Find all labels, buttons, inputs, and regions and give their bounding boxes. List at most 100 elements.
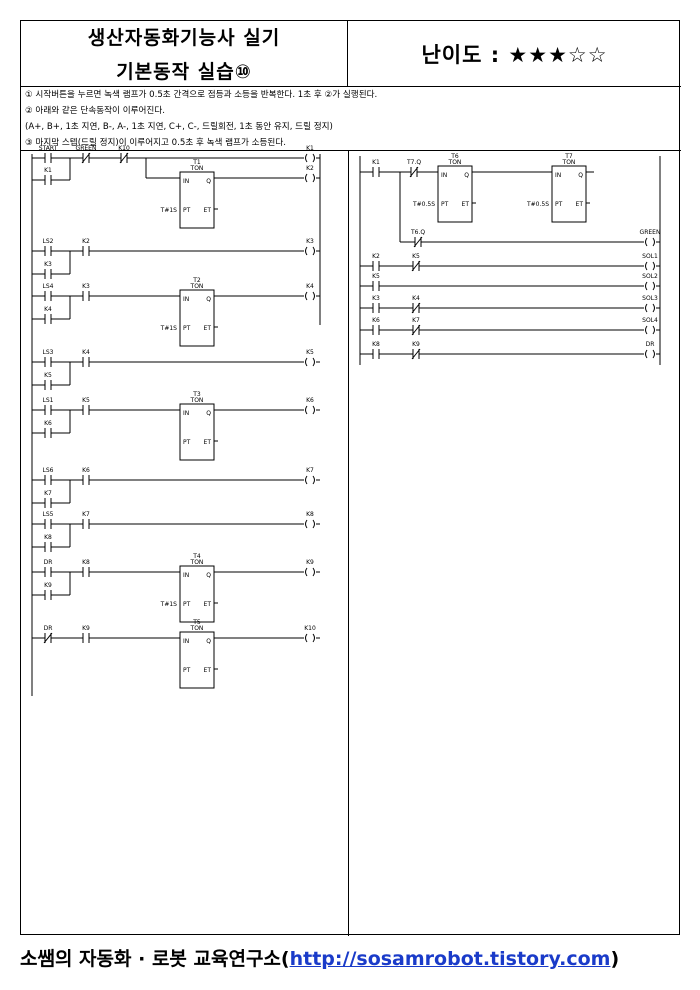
coil-label: SOL1 <box>642 253 658 260</box>
timer-pin: IN <box>555 172 561 179</box>
timer-pin: PT <box>183 439 191 446</box>
contact-label: K7 <box>82 511 90 518</box>
timer-type: TON <box>190 397 204 404</box>
coil-label: K9 <box>306 559 314 566</box>
instruction-line: ① 시작버튼을 누르면 녹색 램프가 0.5초 간격으로 점등과 소등을 반복한… <box>25 90 378 100</box>
contact-label: START <box>39 145 58 152</box>
contact-label: K6 <box>44 420 52 427</box>
footer-link[interactable]: http://sosamrobot.tistory.com <box>289 948 611 970</box>
coil-symbol <box>652 325 655 335</box>
coil-symbol <box>305 153 308 163</box>
contact-label: K4 <box>44 306 52 313</box>
nc-slash <box>411 324 421 336</box>
footer-org: 소쌤의 자동화 · 로봇 교육연구소( <box>20 948 290 970</box>
coil-symbol <box>645 325 648 335</box>
timer-block <box>179 289 215 347</box>
timer-preset: T#0.5S <box>412 201 435 208</box>
timer-pin: Q <box>206 296 211 303</box>
coil-label: K8 <box>306 511 314 518</box>
coil-symbol <box>305 173 308 183</box>
timer-pin: PT <box>183 207 191 214</box>
timer-pin: IN <box>441 172 447 179</box>
nc-slash <box>81 152 91 164</box>
timer-preset: T#1S <box>160 325 178 332</box>
timer-pin: IN <box>183 638 189 645</box>
timer-block <box>551 165 587 223</box>
timer-preset: T#0.5S <box>526 201 549 208</box>
contact-label: K5 <box>412 253 420 260</box>
contact-label: K9 <box>82 625 90 632</box>
timer-pin: ET <box>576 201 584 208</box>
coil-symbol <box>305 357 308 367</box>
timer-pin: IN <box>183 410 189 417</box>
timer-pin: IN <box>183 178 189 185</box>
coil-label: K10 <box>304 625 316 632</box>
contact-label: DR <box>44 625 53 632</box>
timer-pin: ET <box>204 207 212 214</box>
timer-preset: T#1S <box>160 601 178 608</box>
contact-label: LS1 <box>43 397 54 404</box>
contact-label: K3 <box>372 295 380 302</box>
timer-pin: Q <box>206 638 211 645</box>
contact-label: K8 <box>44 534 52 541</box>
timer-pin: Q <box>206 572 211 579</box>
nc-slash <box>411 348 421 360</box>
contact-label: LS3 <box>43 349 54 356</box>
difficulty-rating: 난이도 : ★★★☆☆ <box>421 42 608 67</box>
contact-label: K10 <box>118 145 130 152</box>
contact-label: K9 <box>44 582 52 589</box>
contact-label: K5 <box>44 372 52 379</box>
timer-name: T3 <box>192 391 201 398</box>
contact-label: K3 <box>44 261 52 268</box>
nc-slash <box>43 632 53 644</box>
timer-pin: ET <box>204 667 212 674</box>
coil-label: K2 <box>306 165 314 172</box>
coil-symbol <box>312 173 315 183</box>
timer-name: T6 <box>450 153 459 160</box>
coil-symbol <box>305 405 308 415</box>
instruction-line: ② 아래와 같은 단속동작이 이루어진다. <box>25 106 165 116</box>
coil-symbol <box>305 567 308 577</box>
coil-label: K7 <box>306 467 314 474</box>
coil-label: K4 <box>306 283 314 290</box>
instruction-line: (A+, B+, 1초 지연, B-, A-, 1초 지연, C+, C-, 드… <box>25 122 333 132</box>
coil-label: K5 <box>306 349 314 356</box>
timer-type: TON <box>448 159 462 166</box>
timer-pin: Q <box>578 172 583 179</box>
contact-label: DR <box>44 559 53 566</box>
coil-symbol <box>312 246 315 256</box>
contact-label: K7 <box>44 490 52 497</box>
coil-symbol <box>312 519 315 529</box>
coil-symbol <box>645 349 648 359</box>
timer-pin: PT <box>183 325 191 332</box>
timer-block <box>179 565 215 623</box>
contact-label: LS4 <box>43 283 54 290</box>
coil-label: SOL3 <box>642 295 658 302</box>
timer-type: TON <box>190 283 204 290</box>
column-divider <box>348 151 349 936</box>
timer-pin: ET <box>462 201 470 208</box>
coil-symbol <box>645 237 648 247</box>
coil-symbol <box>312 153 315 163</box>
contact-label: T7.Q <box>406 159 421 166</box>
coil-label: DR <box>646 341 655 348</box>
coil-symbol <box>652 261 655 271</box>
contact-label: GREEN <box>76 145 97 152</box>
timer-pin: PT <box>441 201 449 208</box>
coil-symbol <box>305 475 308 485</box>
coil-symbol <box>645 281 648 291</box>
coil-symbol <box>305 291 308 301</box>
difficulty-block: 난이도 : ★★★☆☆ <box>348 21 681 87</box>
contact-label: LS6 <box>43 467 54 474</box>
title-block: 생산자동화기능사 실기 기본동작 실습⑩ <box>21 21 348 87</box>
timer-preset: T#1S <box>160 207 178 214</box>
contact-label: K2 <box>82 238 90 245</box>
coil-label: K6 <box>306 397 314 404</box>
coil-symbol <box>652 303 655 313</box>
contact-label: K6 <box>82 467 90 474</box>
coil-symbol <box>312 475 315 485</box>
timer-name: T7 <box>564 153 573 160</box>
coil-symbol <box>305 633 308 643</box>
timer-type: TON <box>190 625 204 632</box>
